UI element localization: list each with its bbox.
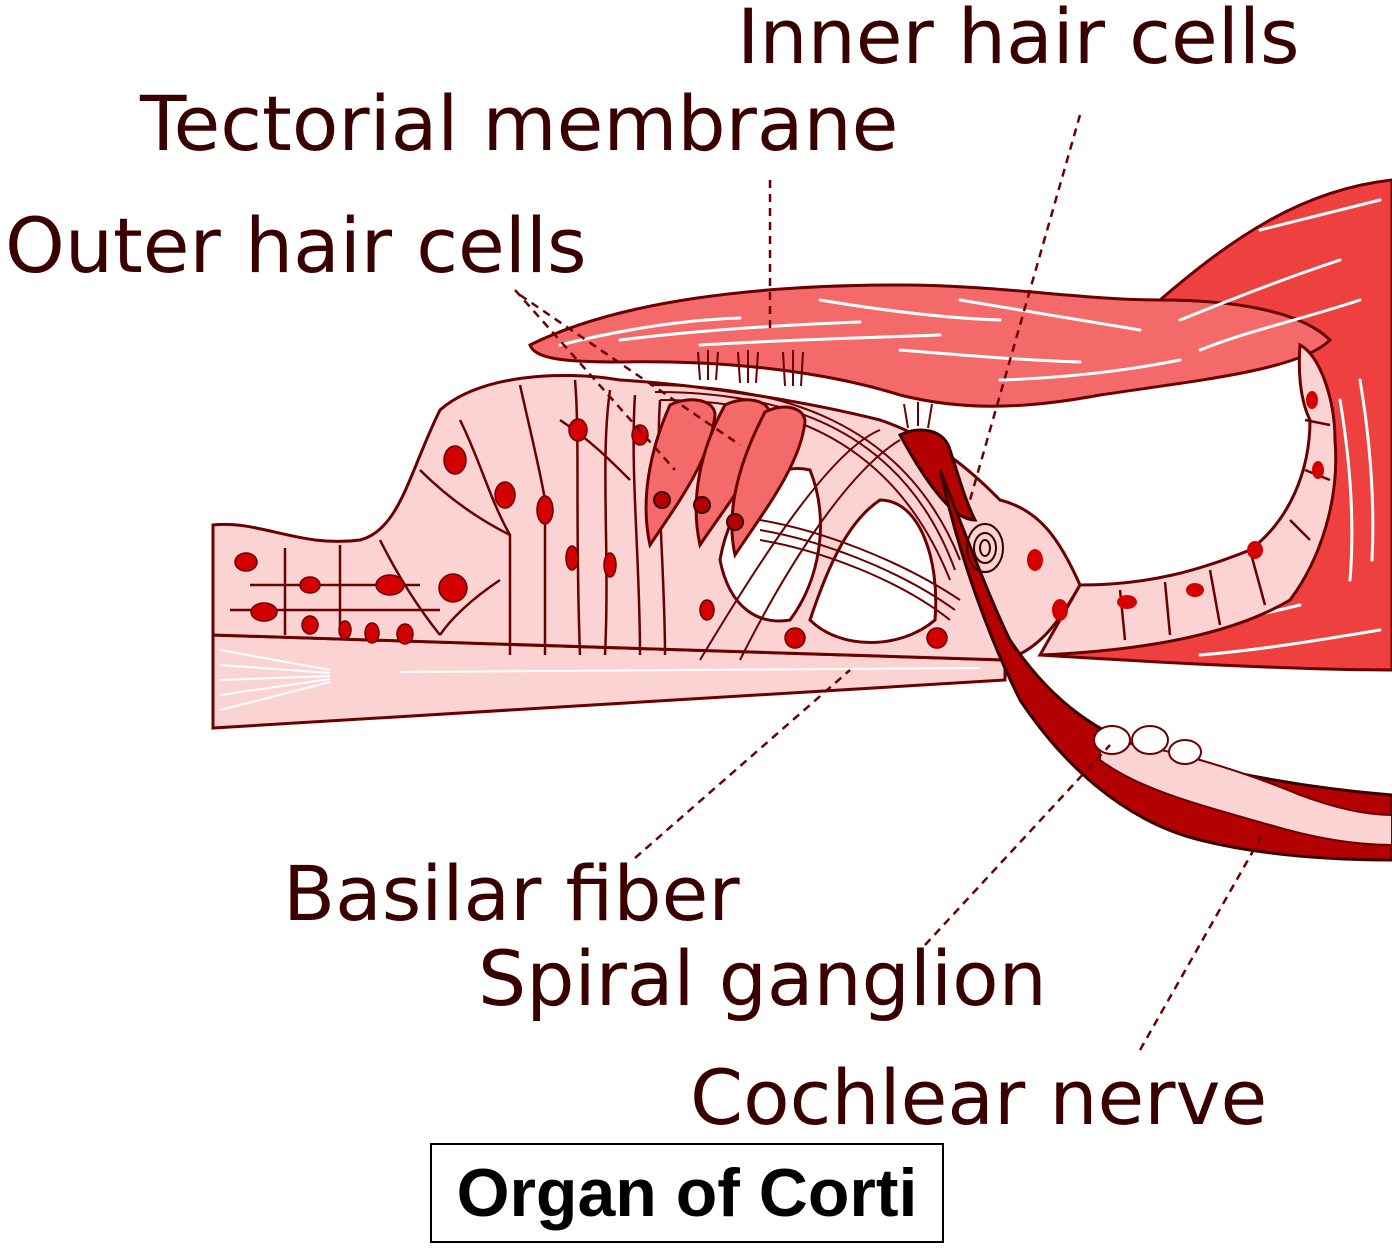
label-inner-hair-cells: Inner hair cells: [737, 0, 1300, 81]
leader-outer-hair-cells-1: [514, 289, 676, 471]
basilar-fibers: [219, 649, 981, 711]
label-outer-hair-cells: Outer hair cells: [5, 201, 587, 290]
label-cochlear-nerve: Cochlear nerve: [690, 1053, 1267, 1142]
leader-cochlear-nerve: [1138, 829, 1267, 1051]
title-box: Organ of Corti: [430, 1143, 944, 1243]
spiral-ganglion-core: [966, 523, 1004, 573]
outer-hair-cells: [644, 398, 807, 559]
label-tectorial-membrane: Tectorial membrane: [139, 79, 898, 168]
leader-spiral-ganglion: [924, 744, 1111, 946]
diagram-title: Organ of Corti: [456, 1155, 918, 1231]
pillar-fibers: [649, 384, 961, 661]
inner-tunnel: [808, 498, 938, 644]
leader-basilar-fiber: [634, 669, 851, 859]
ganglion-cells: [1093, 725, 1202, 765]
leader-lines: [514, 114, 1267, 1051]
tectorial-fibers: [558, 198, 1382, 657]
cell-nuclei: [234, 418, 948, 649]
leader-inner-hair-cells: [968, 114, 1082, 501]
outer-hair-cell-2: [694, 398, 772, 549]
inner-hair-cell: [897, 428, 978, 522]
outer-stereocilia: [697, 350, 804, 387]
tectorial-membrane: [528, 283, 1333, 408]
label-spiral-ganglion: Spiral ganglion: [478, 934, 1047, 1023]
outer-sulcus-cells: [1027, 342, 1338, 657]
outer-hair-cell-3: [730, 405, 807, 559]
leader-outer-hair-cells-2: [519, 293, 741, 447]
inner-stereocilia: [903, 402, 933, 429]
label-basilar-fiber: Basilar fiber: [283, 849, 740, 938]
